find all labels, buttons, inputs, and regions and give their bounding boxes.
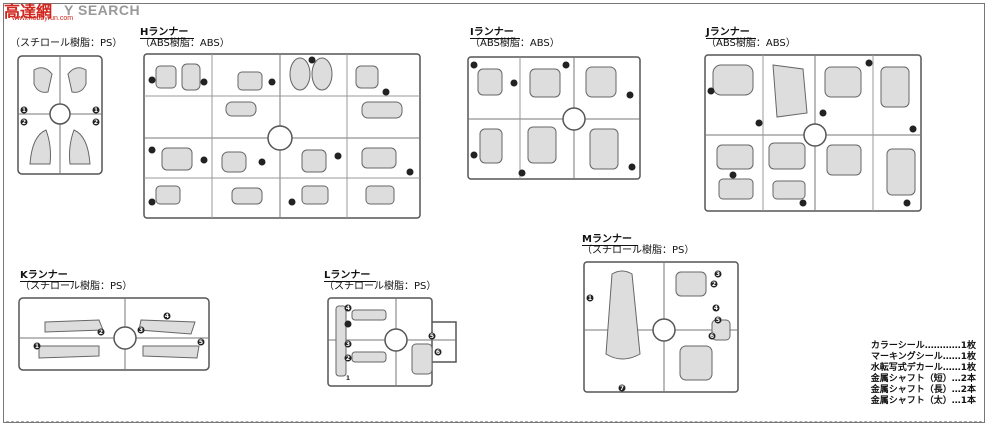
runner-M-diagram: 1 2 3 4 5 6 7 xyxy=(583,261,739,393)
runner-M-material: （スチロール樹脂：PS） xyxy=(582,245,695,256)
runner-K-numbers: 1 2 3 4 5 xyxy=(35,313,203,350)
runner-L-num: 5 xyxy=(430,333,434,340)
runner-J-diagram xyxy=(704,54,922,212)
runner-L-num: 2 xyxy=(346,355,350,362)
runner-M-num: 5 xyxy=(716,317,720,324)
runner-I-name: Iランナー xyxy=(470,27,520,39)
runner-H-diagram xyxy=(143,53,421,219)
runner-K-num: 3 xyxy=(139,327,143,334)
runner-M-numbers: 1 2 3 4 5 6 7 xyxy=(588,271,720,392)
runner-J-name: Jランナー xyxy=(706,27,756,39)
watermark-text: Y SEARCH xyxy=(64,2,141,18)
runner-top-left-diagram xyxy=(17,55,103,175)
runner-top-left-num: 1 xyxy=(94,107,98,114)
runner-L-num: 1 xyxy=(346,375,350,382)
watermark-url: www.hobbyrun.com xyxy=(12,15,74,22)
runner-K-num: 4 xyxy=(165,313,169,320)
runner-L-markers xyxy=(344,304,442,362)
runner-M-num: 7 xyxy=(620,385,624,392)
accessory-item: 金属シャフト（長）…2本 xyxy=(870,385,976,395)
runner-top-left-num: 2 xyxy=(22,119,26,126)
runner-K-diagram: 1 2 3 4 5 xyxy=(18,297,210,371)
runner-M-num: 3 xyxy=(716,271,720,278)
accessory-item: 金属シャフト（太）…1本 xyxy=(870,396,976,406)
runner-I-diagram xyxy=(467,56,641,180)
runner-top-left-material: （スチロール樹脂：PS） xyxy=(10,38,123,49)
runner-M-num: 4 xyxy=(714,305,718,312)
runner-K-name: Kランナー xyxy=(20,270,74,282)
runner-M-num: 6 xyxy=(710,333,714,340)
runner-I-material: （ABS樹脂：ABS） xyxy=(470,38,560,49)
runner-K-num: 1 xyxy=(35,343,39,350)
runner-J-material: （ABS樹脂：ABS） xyxy=(706,38,796,49)
watermark-logo: 高達網 xyxy=(4,4,53,21)
runner-K-num: 5 xyxy=(199,339,203,346)
runner-L-diagram: 1 2 3 4 5 6 xyxy=(327,297,457,387)
runner-K-material: （スチロール樹脂：PS） xyxy=(20,281,133,292)
watermark: 高達網 www.hobbyrun.com Y SEARCH xyxy=(0,0,141,22)
runner-L-num: 4 xyxy=(346,305,350,312)
runner-H-name: Hランナー xyxy=(140,27,195,39)
runner-top-left-num: 2 xyxy=(94,119,98,126)
runner-M-name: Mランナー xyxy=(582,234,638,246)
runner-L-numbers: 1 2 3 4 5 6 xyxy=(346,305,440,382)
runner-L-name: Lランナー xyxy=(324,270,377,282)
runner-H-material: （ABS樹脂：ABS） xyxy=(140,38,230,49)
runner-top-left-numbers: 1 2 1 2 xyxy=(22,107,98,126)
page-frame xyxy=(3,3,985,423)
runner-L-material: （スチロール樹脂：PS） xyxy=(324,281,437,292)
runner-M-num: 2 xyxy=(712,281,716,288)
runner-K-num: 2 xyxy=(99,329,103,336)
accessory-item: 金属シャフト（短）…2本 xyxy=(870,374,976,384)
runner-L-num: 3 xyxy=(346,341,350,348)
accessories-list: カラーシール…………1枚 マーキングシール……1枚 水転写式デカール……1枚 金… xyxy=(871,341,976,407)
runner-M-num: 1 xyxy=(588,295,592,302)
accessory-item: カラーシール…………1枚 xyxy=(870,341,976,351)
cut-line xyxy=(6,421,982,422)
runner-top-left-num: 1 xyxy=(22,107,26,114)
runner-M-markers xyxy=(586,270,722,392)
runner-L-num: 6 xyxy=(436,349,440,356)
accessory-item: マーキングシール……1枚 xyxy=(871,352,976,362)
runner-K-markers xyxy=(33,312,205,350)
accessory-item: 水転写式デカール……1枚 xyxy=(870,363,976,373)
